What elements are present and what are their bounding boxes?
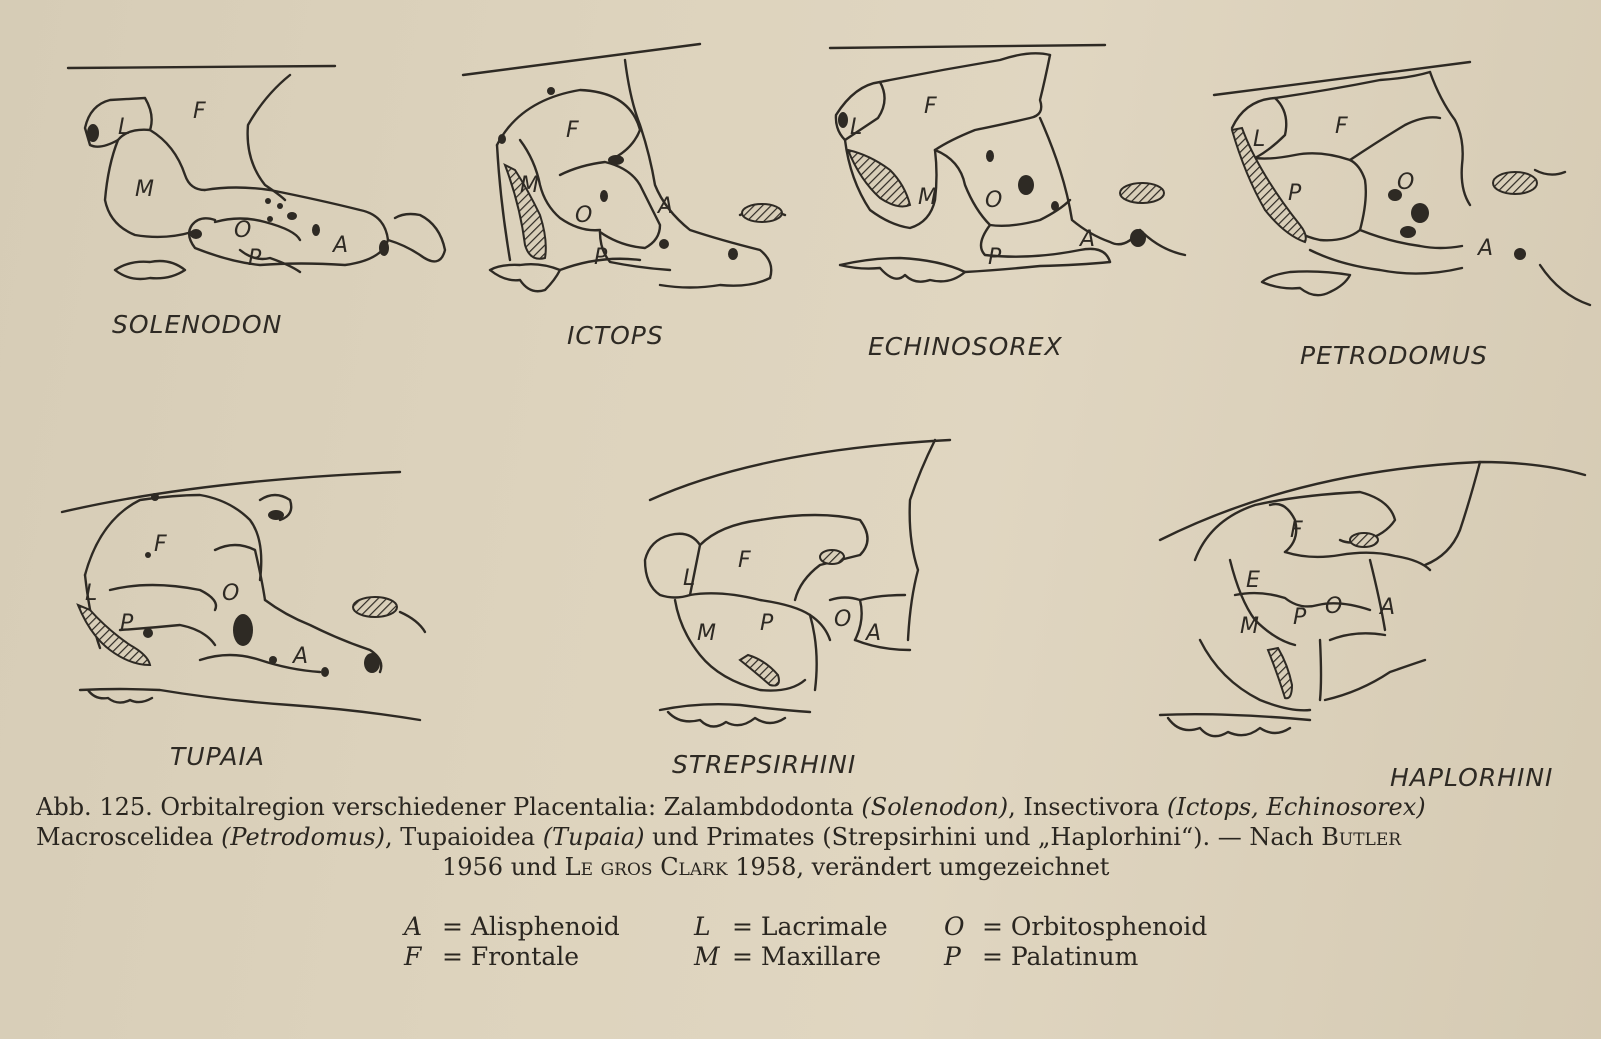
legend-column-3: O = Orbitosphenoid P = Palatinum [944, 912, 1207, 972]
figure-petrodomus: L F P O A PETRODOMUS [1214, 62, 1590, 370]
label-ictops: ICTOPS [567, 321, 664, 350]
bone-letter-label: P [248, 246, 262, 271]
bone-letter-label: F [154, 532, 167, 557]
bone-letter-label: M [918, 185, 937, 210]
bone-letter-label: F [924, 94, 937, 119]
bone-letter-label: A [1078, 227, 1095, 252]
bone-letter-label: F [193, 99, 206, 124]
bone-letter-label: O [1325, 594, 1342, 619]
bone-letter-label: O [985, 188, 1002, 213]
bone-letter-label: A [864, 621, 881, 646]
legend-item: F = Frontale [404, 942, 620, 972]
label-strepsirhini: STREPSIRHINI [672, 750, 856, 779]
bone-letter-label: F [1335, 114, 1348, 139]
bone-letter-label: M [697, 621, 716, 646]
bone-letter-label: P [594, 245, 608, 270]
bone-letter-label: F [1290, 518, 1303, 543]
legend-item: M = Maxillare [694, 942, 888, 972]
bone-letter-label: P [1288, 181, 1302, 206]
bone-letter-label: F [566, 118, 579, 143]
bone-letter-label: L [683, 566, 695, 591]
bone-letter-label: A [331, 233, 348, 258]
bone-letter-label: P [760, 611, 774, 636]
figure-ictops: F M O A P ICTOPS [463, 44, 785, 350]
caption-line-1: Abb. 125. Orbitalregion verschiedener Pl… [36, 792, 1596, 822]
legend-item: P = Palatinum [944, 942, 1207, 972]
bone-letter-label: O [575, 203, 592, 228]
bone-letter-label: A [291, 644, 308, 669]
bone-letter-label: F [738, 548, 751, 573]
bone-letter-label: A [1476, 236, 1493, 261]
bone-letter-label: P [120, 611, 134, 636]
figure-tupaia: L F P O A TUPAIA [62, 472, 425, 771]
figure-caption: Abb. 125. Orbitalregion verschiedener Pl… [36, 792, 1596, 882]
bone-letter-label: L [85, 581, 97, 606]
legend-item: L = Lacrimale [694, 912, 888, 942]
label-petrodomus: PETRODOMUS [1300, 341, 1488, 370]
bone-letter-label: M [1240, 614, 1259, 639]
bone-letter-label: P [988, 245, 1002, 270]
bone-letter-label: L [118, 115, 130, 140]
caption-line-2: Macroscelidea (Petrodomus), Tupaioidea (… [36, 822, 1596, 852]
figure-solenodon: L F M O A P SOLENODON [68, 66, 445, 339]
legend-item: A = Alisphenoid [404, 912, 620, 942]
bone-letter-label: O [834, 607, 851, 632]
figure-haplorhini: F E M P O A HAPLORHINI [1160, 462, 1585, 792]
bone-letter-label: L [850, 115, 862, 140]
bone-letter-label: L [1253, 127, 1265, 152]
bone-letter-label: O [222, 581, 239, 606]
caption-line-3: 1956 und Le gros Clark 1958, verändert u… [36, 852, 1596, 882]
figure-strepsirhini: L F M P O A STREPSIRHINI [645, 440, 950, 779]
label-echinosorex: ECHINOSOREX [868, 332, 1063, 361]
figure-echinosorex: L F M O A P ECHINOSOREX [830, 45, 1185, 361]
bone-letter-label: A [656, 194, 673, 219]
legend-column-1: A = Alisphenoid F = Frontale [404, 912, 620, 972]
orbital-region-figures: L F M O A P SOLENODON F M O A P ICTOPS [0, 0, 1601, 800]
label-tupaia: TUPAIA [170, 742, 265, 771]
bone-letter-label: P [1293, 605, 1307, 630]
bone-letter-label: M [135, 177, 154, 202]
bone-letter-label: M [520, 173, 539, 198]
bone-letter-label: O [1397, 170, 1414, 195]
label-solenodon: SOLENODON [112, 310, 282, 339]
bone-letter-label: A [1378, 595, 1395, 620]
bone-letter-label: O [234, 218, 251, 243]
legend-item: O = Orbitosphenoid [944, 912, 1207, 942]
bone-letter-label: E [1246, 568, 1260, 593]
label-haplorhini: HAPLORHINI [1390, 763, 1553, 792]
legend-column-2: L = Lacrimale M = Maxillare [694, 912, 888, 972]
